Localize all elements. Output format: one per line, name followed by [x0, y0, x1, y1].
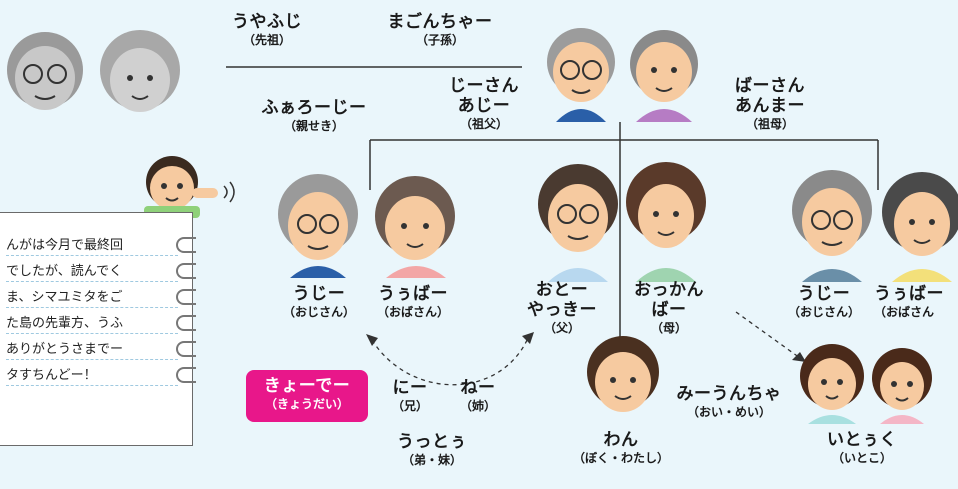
ancestor-grandfather-icon [7, 32, 83, 110]
left-uncle-aunt-illustration [278, 174, 455, 278]
uyafuji-main: うやふじ [232, 12, 302, 32]
fuaroojii-sub: （親せき） [283, 119, 344, 133]
note-line: タすちんどー！ [6, 367, 178, 386]
uubaa-left-sub: （おばさん） [376, 305, 449, 319]
otoo-main2: やっきー [527, 300, 597, 320]
uji-right-sub: （おじさん） [787, 305, 860, 319]
okkan-sub: （母） [650, 321, 687, 335]
label-okkan: おっかん ばー （母） [620, 280, 718, 336]
grandmother-icon [630, 30, 698, 122]
label-jiisan: じーさん あじー （祖父） [436, 76, 532, 132]
cousin-girl-left-icon [800, 344, 864, 424]
ring-icon [176, 237, 196, 253]
kyoudai-main: きょーでー [263, 376, 351, 396]
grandparents-illustration [547, 28, 698, 122]
label-otoo: おとー やっきー （父） [516, 280, 608, 336]
otoo-main1: おとー [535, 280, 589, 300]
left-aunt-icon [375, 176, 455, 278]
cousins-illustration [800, 344, 932, 424]
narrator-boy-icon [144, 156, 218, 218]
note-line: でしたが、読んでく [6, 263, 178, 282]
label-kyoudai: きょーでー （きょうだい） [246, 370, 368, 422]
father-icon [538, 164, 618, 282]
jiisan-main1: じーさん [449, 76, 519, 96]
note-line: ありがとうさまでー [6, 341, 178, 360]
left-uncle-icon [278, 174, 358, 278]
ring-icon [176, 341, 196, 357]
note-line: んがは今月で最終回 [6, 237, 178, 256]
right-aunt-icon [882, 172, 958, 282]
uttu-main: うっとぅ [397, 432, 467, 452]
miiuncha-sub: （おい・めい） [686, 405, 771, 419]
label-nii: にー （兄） [384, 378, 436, 414]
label-uji-right: うじー （おじさん） [780, 284, 868, 320]
note-line: ま、シマユミタをご [6, 289, 178, 308]
nii-sub: （兄） [391, 399, 428, 413]
uttu-sub: （弟・妹） [401, 453, 462, 467]
cousin-arrow [735, 311, 801, 359]
ring-icon [176, 289, 196, 305]
nee-main: ねー [460, 378, 496, 398]
label-miiuncha: みーうんちゃ （おい・めい） [664, 384, 794, 420]
baasan-sub: （祖母） [745, 117, 794, 131]
label-fuaroojii: ふぁろーじー （親せき） [248, 98, 380, 134]
ancestors-illustration [7, 30, 180, 112]
label-uji-left: うじー （おじさん） [274, 284, 364, 320]
ring-icon [176, 315, 196, 331]
uubaa-right-main: うぅばー [874, 284, 944, 304]
note-line: た島の先輩方、うふ [6, 315, 178, 334]
ring-icon [176, 367, 196, 383]
label-uttu: うっとぅ （弟・妹） [380, 432, 484, 468]
sibling-arc [371, 337, 529, 386]
ancestor-grandmother-icon [100, 30, 180, 112]
label-nee: ねー （姉） [452, 378, 504, 414]
label-baasan: ばーさん あんまー （祖母） [720, 76, 820, 132]
miiuncha-main: みーうんちゃ [676, 384, 782, 404]
label-ituku: いとぅく （いとこ） [812, 430, 912, 466]
baasan-main2: あんまー [735, 96, 805, 116]
label-uyafuji: うやふじ （先祖） [222, 12, 312, 48]
right-uncle-icon [792, 170, 872, 282]
magonchaa-sub: （子孫） [415, 33, 464, 47]
right-uncle-aunt-illustration [792, 170, 958, 282]
nii-main: にー [392, 378, 428, 398]
otoo-sub: （父） [543, 321, 580, 335]
cousin-girl-right-icon [872, 348, 932, 424]
label-wan: わん （ぼく・わたし） [556, 430, 686, 466]
parents-illustration [538, 162, 706, 282]
ituku-sub: （いとこ） [831, 451, 892, 465]
ituku-main: いとぅく [827, 430, 897, 450]
mother-icon [626, 162, 706, 282]
memo-note: んがは今月で最終回 でしたが、読んでく ま、シマユミタをご た島の先輩方、うふ … [0, 212, 196, 446]
fuaroojii-main: ふぁろーじー [261, 98, 367, 118]
wan-sub: （ぼく・わたし） [572, 451, 669, 465]
label-magonchaa: まごんちゃー （子孫） [378, 12, 502, 48]
uyafuji-sub: （先祖） [242, 33, 291, 47]
label-uubaa-right: うぅばー （おばさん [874, 284, 958, 320]
label-uubaa-left: うぅばー （おばさん） [368, 284, 458, 320]
uji-right-main: うじー [797, 284, 851, 304]
grandfather-icon [547, 28, 615, 122]
me-boy-icon [587, 336, 659, 412]
uubaa-right-sub: （おばさん [874, 305, 935, 319]
baasan-main1: ばーさん [735, 76, 805, 96]
jiisan-main2: あじー [457, 96, 511, 116]
jiisan-sub: （祖父） [459, 117, 508, 131]
uji-left-main: うじー [292, 284, 346, 304]
okkan-main1: おっかん [634, 280, 704, 300]
nee-sub: （姉） [459, 399, 496, 413]
magonchaa-main: まごんちゃー [387, 12, 493, 32]
okkan-main2: ばー [651, 300, 687, 320]
wan-main: わん [603, 430, 639, 450]
kyoudai-sub: （きょうだい） [264, 397, 349, 411]
uji-left-sub: （おじさん） [282, 305, 355, 319]
uubaa-left-main: うぅばー [378, 284, 448, 304]
ring-icon [176, 263, 196, 279]
